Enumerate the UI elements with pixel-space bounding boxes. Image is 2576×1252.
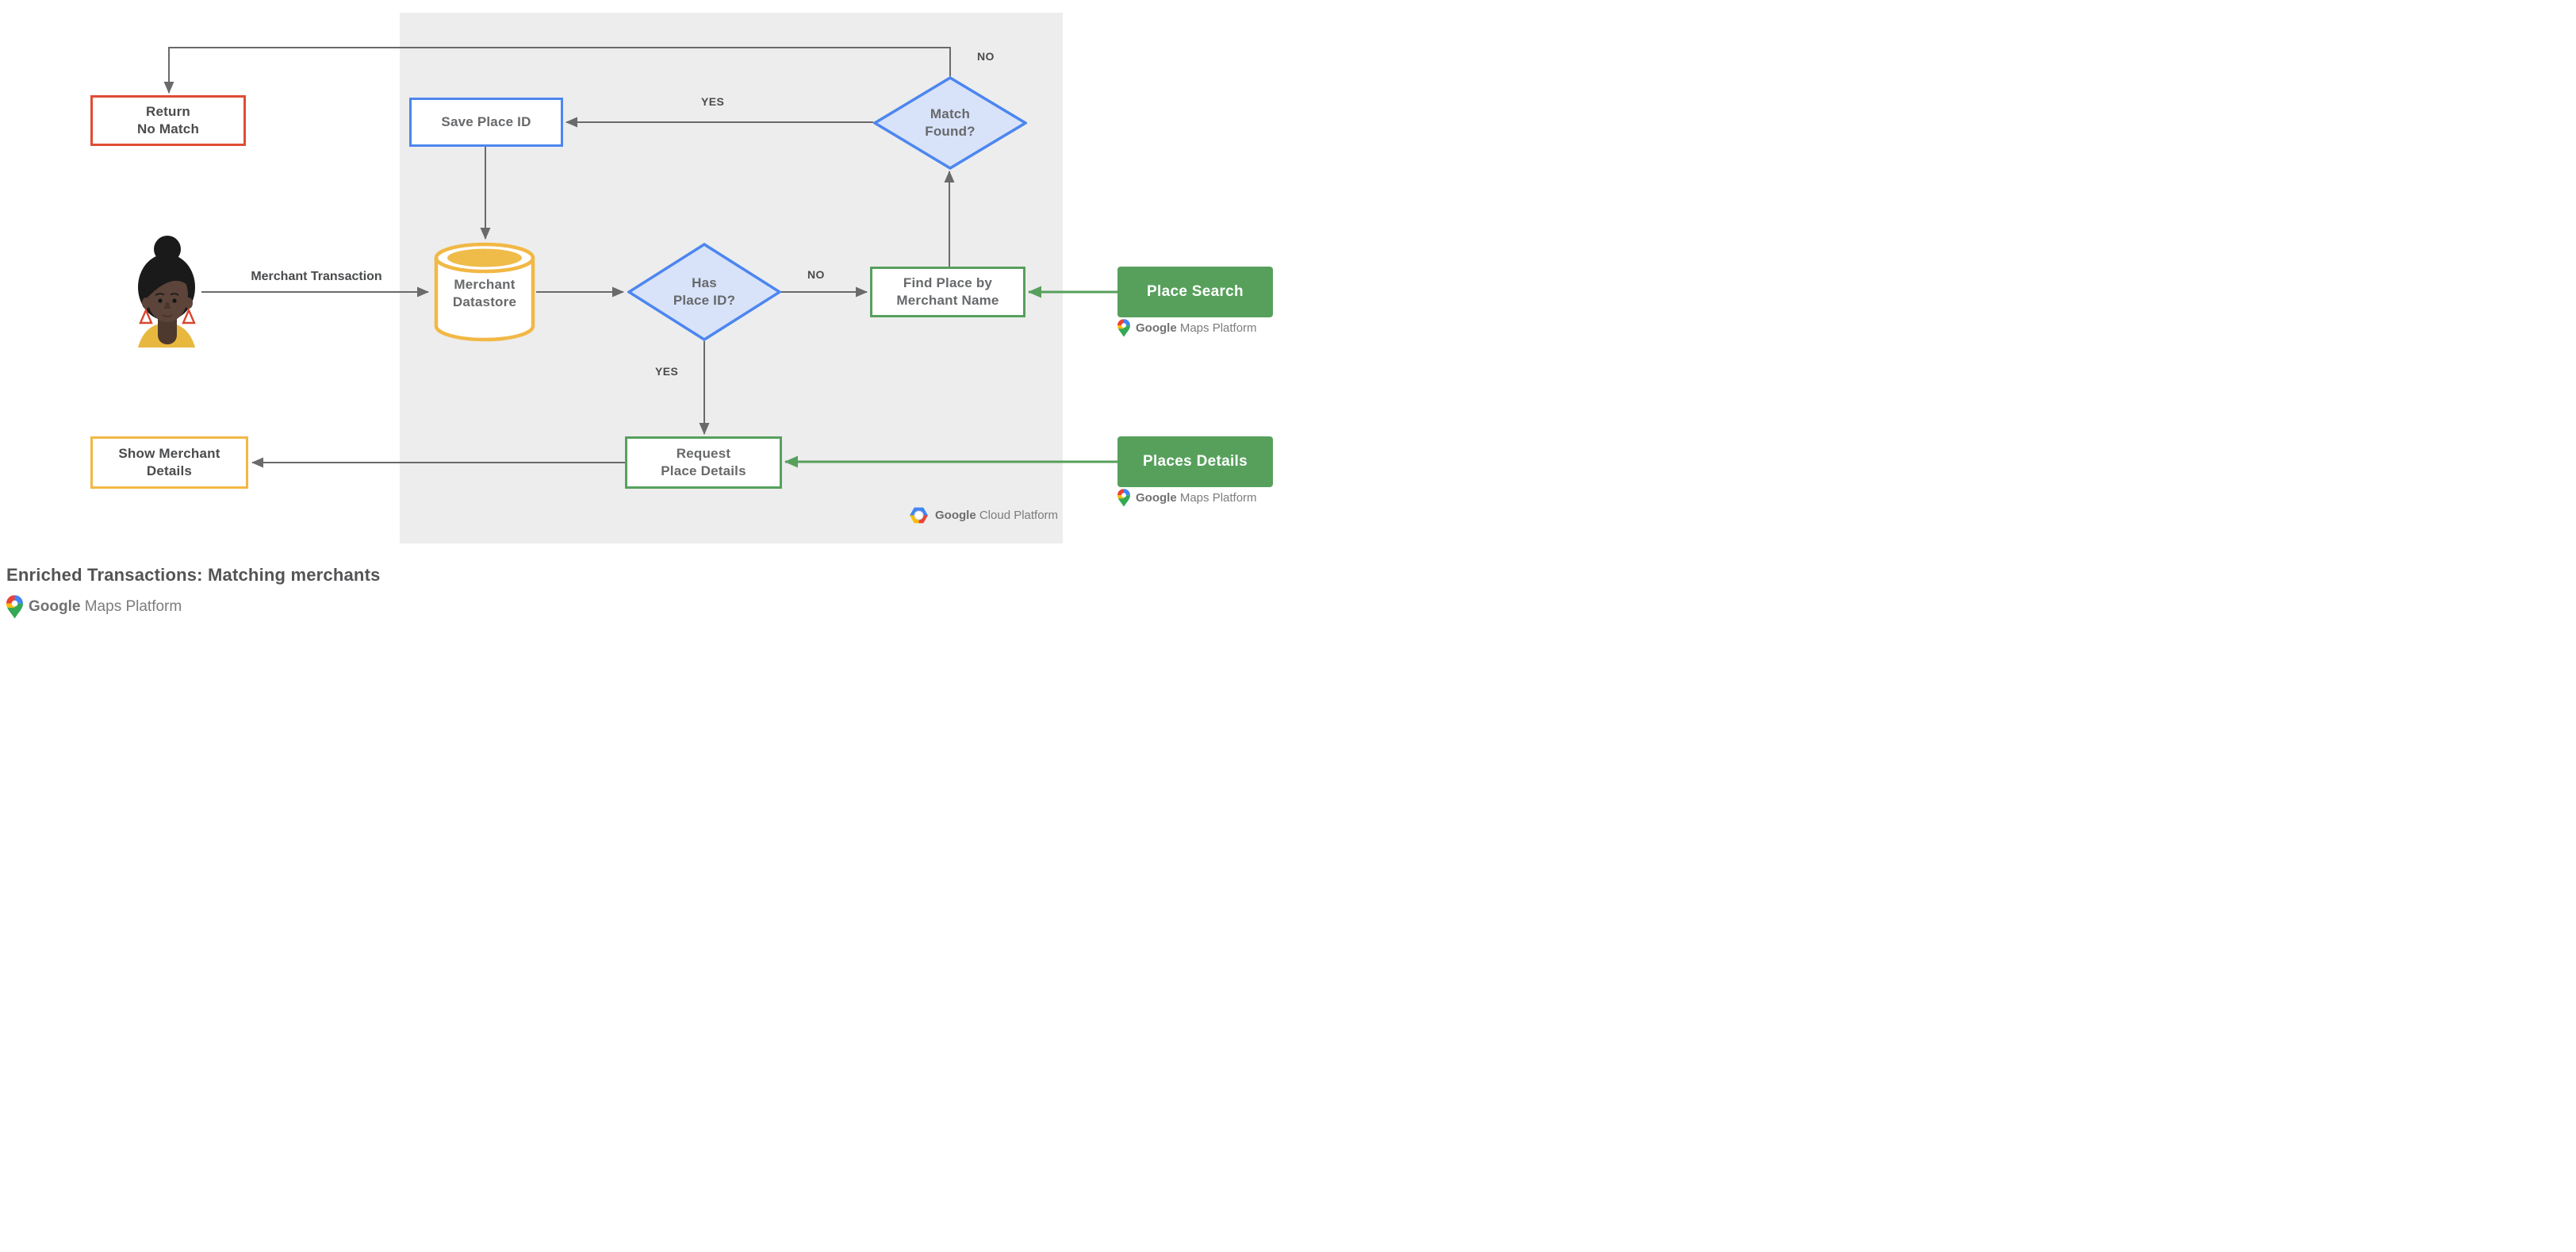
- google-cloud-hexagon-icon: [910, 507, 928, 524]
- node-label: Return No Match: [136, 103, 200, 136]
- google-maps-pin-icon: [1117, 319, 1130, 337]
- node-save-place-id: Save Place ID: [409, 98, 563, 147]
- node-label: Request Place Details: [661, 445, 746, 478]
- node-label: Merchant Datastore: [452, 277, 517, 310]
- logo-text-google: Google: [1136, 321, 1177, 335]
- google-cloud-platform-logo: Google Cloud Platform: [909, 506, 1058, 524]
- edge-label-has-place-id-yes: YES: [655, 365, 679, 378]
- google-maps-platform-logo: Google Maps Platform: [1117, 319, 1257, 337]
- google-maps-platform-logo: Google Maps Platform: [6, 595, 182, 619]
- node-places-details-api: Places Details: [1117, 436, 1273, 487]
- node-label: Show Merchant Details: [118, 445, 220, 478]
- logo-text-google: Google: [1136, 491, 1177, 505]
- node-return-no-match: Return No Match: [90, 95, 246, 146]
- node-find-place-by-merchant-name: Find Place by Merchant Name: [870, 267, 1025, 317]
- diagram-canvas: Return No Match Save Place ID Match Foun…: [0, 0, 1288, 626]
- node-label: Place Search: [1147, 282, 1244, 300]
- customer-avatar: [138, 236, 196, 348]
- node-label: Match Found?: [925, 106, 976, 139]
- google-maps-platform-logo: Google Maps Platform: [1117, 489, 1257, 507]
- diamond-shape: [873, 76, 1027, 170]
- datastore-cylinder-icon: [434, 242, 535, 342]
- logo-text-google: Google: [29, 598, 81, 615]
- node-show-merchant-details: Show Merchant Details: [90, 436, 248, 489]
- node-label: Find Place by Merchant Name: [896, 275, 999, 308]
- node-has-place-id-decision: Has Place ID?: [627, 243, 781, 341]
- logo-text-cloud-platform: Cloud Platform: [979, 509, 1059, 522]
- edge-label-match-found-yes: YES: [701, 95, 725, 108]
- logo-text-maps-platform: Maps Platform: [1179, 321, 1257, 335]
- logo-text-maps-platform: Maps Platform: [84, 598, 182, 615]
- edge-label-merchant-transaction: Merchant Transaction: [251, 270, 382, 283]
- node-request-place-details: Request Place Details: [625, 436, 782, 489]
- node-label: Save Place ID: [441, 113, 531, 129]
- diamond-shape: [627, 243, 781, 341]
- logo-text-maps-platform: Maps Platform: [1179, 491, 1257, 505]
- node-match-found-decision: Match Found?: [873, 76, 1027, 170]
- google-maps-pin-icon: [1117, 489, 1130, 507]
- edge-label-match-found-no: NO: [977, 50, 995, 63]
- edge-label-has-place-id-no: NO: [807, 268, 825, 281]
- logo-text-google: Google: [935, 509, 976, 522]
- page-title: Enriched Transactions: Matching merchant…: [6, 565, 381, 585]
- node-merchant-datastore: Merchant Datastore: [433, 241, 536, 343]
- node-place-search-api: Place Search: [1117, 267, 1273, 317]
- node-label: Has Place ID?: [673, 275, 736, 308]
- google-maps-pin-icon: [6, 595, 23, 619]
- node-label: Places Details: [1142, 452, 1248, 470]
